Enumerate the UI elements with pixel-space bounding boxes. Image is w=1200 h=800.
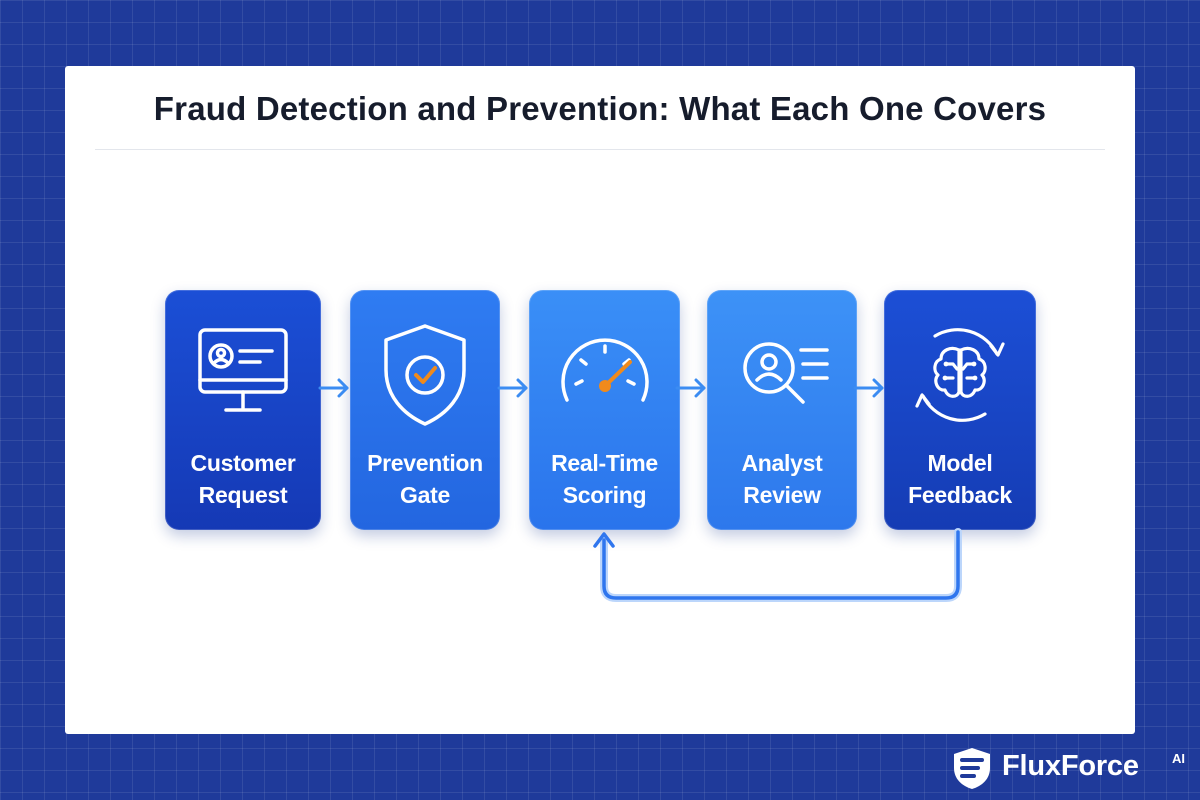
- monitor-user-icon: [198, 328, 288, 412]
- user-search-icon: [743, 342, 829, 404]
- step-customer-request: Customer Request: [165, 290, 321, 530]
- step-label-line2: Review: [743, 482, 821, 508]
- step-label-line1: Real-Time: [551, 450, 658, 476]
- step-label-line1: Customer: [190, 450, 296, 476]
- step-label-line1: Prevention: [367, 450, 483, 476]
- step-label: Real-Time Scoring: [529, 447, 680, 511]
- flow-arrow-icon: [497, 378, 528, 398]
- step-real-time-scoring: Real-Time Scoring: [529, 290, 680, 530]
- step-label-line2: Gate: [400, 482, 450, 508]
- title-divider: [95, 149, 1105, 150]
- fluxforce-shield-icon: [954, 748, 990, 789]
- step-label: Prevention Gate: [350, 447, 500, 511]
- flow-arrow-icon: [853, 378, 884, 398]
- flow-arrow-icon: [318, 378, 349, 398]
- step-model-feedback: Model Feedback: [884, 290, 1036, 530]
- brand-suffix: AI: [1172, 751, 1185, 766]
- step-label: Model Feedback: [884, 447, 1036, 511]
- brand-logo: FluxForce AI: [950, 746, 1190, 790]
- step-label: Customer Request: [165, 447, 321, 511]
- step-label-line2: Feedback: [908, 482, 1012, 508]
- step-label-line2: Request: [198, 482, 288, 508]
- step-label-line1: Model: [927, 450, 993, 476]
- step-label-line2: Scoring: [562, 482, 647, 508]
- feedback-loop-arrow: [593, 528, 962, 602]
- step-prevention-gate: Prevention Gate: [350, 290, 500, 530]
- step-label-line1: Analyst: [741, 450, 823, 476]
- step-label: Analyst Review: [707, 447, 857, 511]
- shield-check-icon: [384, 324, 466, 426]
- brain-cycle-icon: [915, 328, 1005, 422]
- flow-arrow-icon: [675, 378, 706, 398]
- gauge-icon: [560, 338, 649, 402]
- page-title: Fraud Detection and Prevention: What Eac…: [153, 90, 1047, 127]
- step-analyst-review: Analyst Review: [707, 290, 857, 530]
- brand-name: FluxForce: [1002, 750, 1139, 782]
